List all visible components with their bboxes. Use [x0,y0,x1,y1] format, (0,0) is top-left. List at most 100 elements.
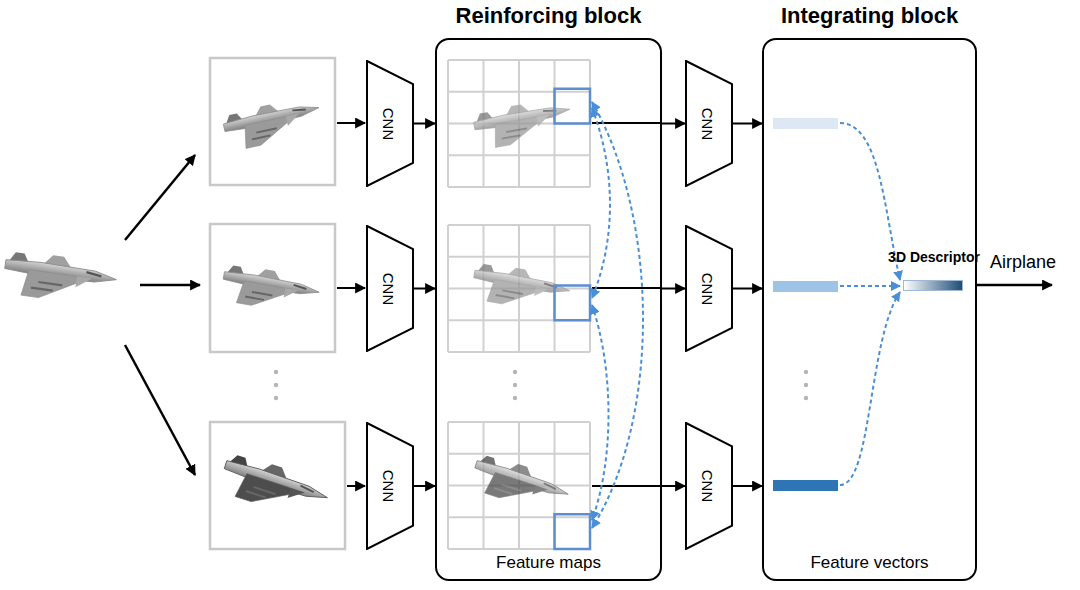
ellipsis-dot [274,396,278,400]
drawing-part [501,128,528,138]
drawing-part [210,224,335,352]
output-arrow [976,284,1052,287]
drawing-part [86,272,102,276]
flow-arrow [662,288,685,290]
input-arrow [337,122,365,124]
airplane-figure [220,262,322,316]
airplane-figure [217,451,332,524]
ellipsis-dot [804,383,808,387]
cnn-encoder: CNN [685,225,733,352]
drawing-part [21,269,88,304]
feature-map [448,422,590,549]
flow-arrow [662,123,685,125]
relation-arrow [592,108,610,298]
view-image [210,58,335,185]
drawing-part [448,351,590,353]
highlight-cell [555,286,591,321]
input-arrow [347,485,365,487]
view-arrow [125,345,195,475]
view-arrow [125,155,195,240]
flow-arrow [733,123,762,125]
flow-arrow [414,123,435,125]
drawing-part [241,115,300,149]
drawing-part [284,288,299,300]
ellipsis-dot [804,396,808,400]
drawing-part [543,483,556,489]
descriptor-node: 3D Descriptor [893,280,975,291]
drawing-part [292,108,305,113]
flow-arrow [414,485,435,487]
drawing-part [246,485,276,500]
drawing-part [210,422,345,549]
view-arrow [140,284,200,287]
cnn-label: CNN [699,107,716,140]
input-arrow [337,287,365,289]
cnn-label: CNN [699,470,716,503]
drawing-part [448,516,590,518]
relation-arrow [592,305,609,520]
drawing-part [300,486,315,493]
drawing-part [470,261,572,315]
block-caption: Feature maps [437,553,660,573]
drawing-part [448,154,590,156]
drawing-part [31,281,62,292]
ellipsis-dot [513,383,517,387]
cnn-encoder: CNN [366,225,414,352]
flow-arrow [662,485,685,487]
aggregation-arrow [840,292,900,485]
feature-vector [773,118,838,129]
aggregation-arrow [840,285,900,287]
ellipsis-dot [274,370,278,374]
cnn-label: CNN [699,272,716,305]
feature-map [448,60,590,187]
airplane-figure [1,249,118,308]
cnn-encoder: CNN [685,422,733,550]
drawing-part [210,58,335,185]
feature-vector [773,480,838,491]
flow-arrow [733,485,762,487]
descriptor-label: 3D Descriptor [873,249,995,267]
cnn-label: CNN [380,272,397,305]
drawing-part [536,115,551,127]
view-image [210,224,335,352]
cnn-encoder: CNN [685,60,733,187]
map-output-line [592,287,662,289]
drawing-part [534,287,549,299]
drawing-part [245,291,272,301]
drawing-part [468,452,572,518]
block-panel: Reinforcing blockFeature maps [435,38,662,581]
cnn-encoder: CNN [366,422,414,550]
drawing-part [75,276,92,289]
feature-vector [773,281,838,292]
drawing-part [251,128,278,139]
descriptor-bar [903,280,963,291]
ellipsis-dot [274,383,278,387]
ellipsis-dot [804,370,808,374]
drawing-part [494,483,521,497]
ellipsis-dot [513,370,517,374]
drawing-part [496,289,523,299]
drawing-part [293,285,306,289]
output-label: Airplane [990,252,1056,273]
block-panel: Integrating blockFeature vectors3D Descr… [762,38,977,581]
drawing-part [532,485,548,498]
highlight-cell [555,89,591,124]
drawing-part [286,114,301,126]
block-title: Integrating block [744,3,995,29]
airplane-figure [221,95,324,152]
ellipsis-dot [513,396,517,400]
highlight-cell [555,514,591,549]
block-caption: Feature vectors [764,553,975,573]
airplane-figure [470,261,572,315]
relation-arrow [592,102,643,528]
airplane-figure [468,452,572,518]
view-image [210,422,345,549]
flow-arrow [414,288,435,290]
cnn-label: CNN [380,470,397,503]
drawing-part [448,186,590,188]
cnn-encoder: CNN [366,60,414,187]
drawing-part [288,488,305,503]
